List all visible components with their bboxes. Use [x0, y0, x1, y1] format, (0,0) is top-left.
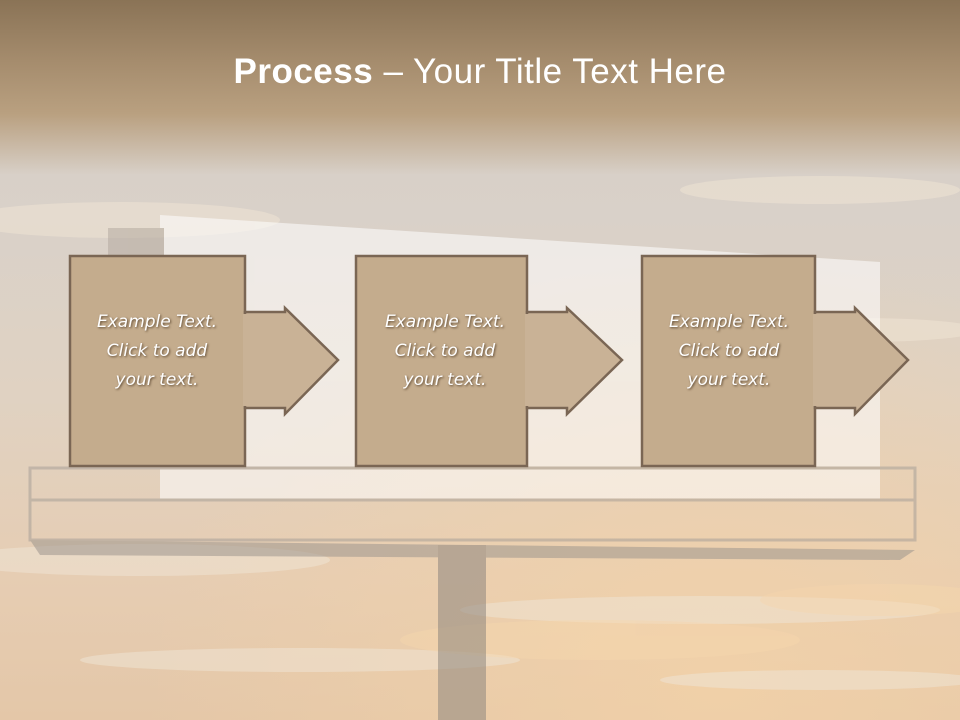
step-1-shape — [68, 254, 340, 468]
process-step-3[interactable]: Example Text. Click to add your text. — [640, 254, 917, 468]
title-band — [0, 0, 960, 175]
title-bold: Process — [233, 52, 374, 91]
slide-title[interactable]: Process – Your Title Text Here — [0, 52, 960, 92]
title-rest: – Your Title Text Here — [373, 52, 727, 91]
billboard-light-fixture — [108, 228, 164, 258]
billboard-pole — [438, 545, 486, 720]
right-arrow-icon — [813, 305, 910, 418]
right-arrow-icon — [243, 305, 340, 418]
step-3-text[interactable]: Example Text. Click to add your text. — [668, 312, 790, 390]
step-1-text[interactable]: Example Text. Click to add your text. — [96, 312, 218, 390]
process-step-2[interactable]: Example Text. Click to add your text. — [354, 254, 631, 468]
step-3-shape — [640, 254, 910, 468]
right-arrow-icon — [525, 305, 624, 417]
step-2-shape — [354, 254, 624, 468]
billboard-catwalk — [28, 466, 917, 542]
step-2-text[interactable]: Example Text. Click to add your text. — [384, 312, 506, 390]
process-step-1[interactable]: Example Text. Click to add your text. — [68, 254, 345, 468]
